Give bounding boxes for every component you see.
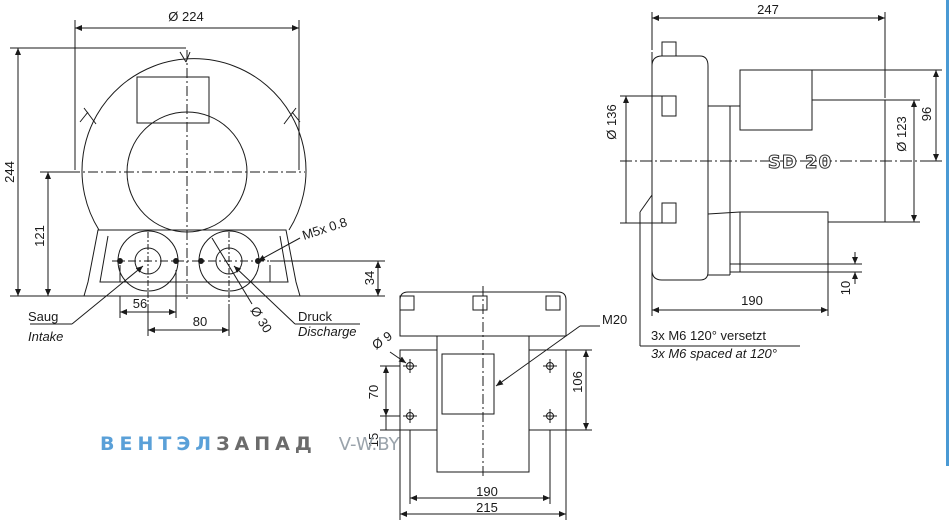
top-view-labels: M20 Ø 9 70 15 106 190 215 xyxy=(366,312,627,515)
top-view xyxy=(380,286,600,520)
side-view xyxy=(620,12,942,347)
motor-terminal-box xyxy=(739,211,829,273)
watermark-part1: ВЕНТЭЛ xyxy=(100,433,217,455)
lug-left xyxy=(79,107,97,125)
top-dim-base-inner: 190 xyxy=(476,484,498,499)
front-dim-port-spacing: 56 xyxy=(133,296,147,311)
side-dim-motor-diameter: Ø 123 xyxy=(894,116,909,151)
side-dim-offset: 10 xyxy=(838,281,853,295)
top-dim-base-outer: 215 xyxy=(476,500,498,515)
discharge-label-en: Discharge xyxy=(298,324,357,339)
model-label: SD 20 xyxy=(768,152,832,173)
side-dim-housing-diameter: Ø 136 xyxy=(604,104,619,139)
foot-right xyxy=(528,349,567,431)
blower-housing-outline xyxy=(81,58,307,231)
side-housing xyxy=(651,55,709,281)
terminal-box xyxy=(136,76,210,124)
discharge-label-de: Druck xyxy=(298,309,332,324)
top-dim-hole: Ø 9 xyxy=(369,328,395,352)
intake-label-en: Intake xyxy=(28,329,63,344)
watermark: ВЕНТЭЛЗАПАД V-W.BY xyxy=(100,433,400,455)
front-dim-height: 244 xyxy=(2,161,17,183)
side-dim-length: 247 xyxy=(757,2,779,17)
front-view xyxy=(10,20,385,336)
front-dim-axis-height: 121 xyxy=(32,225,47,247)
top-port-window xyxy=(441,353,495,415)
intake-label-de: Saug xyxy=(28,309,58,324)
front-dim-base-height: 34 xyxy=(362,271,377,285)
top-dim-thread: M20 xyxy=(602,312,627,327)
note-de: 3x M6 120° versetzt xyxy=(651,328,766,343)
blower-base xyxy=(83,229,301,297)
lug-top xyxy=(179,51,191,63)
top-dim-depth: 106 xyxy=(570,371,585,393)
watermark-site: V-W.BY xyxy=(338,434,400,455)
front-dim-port-distance: 80 xyxy=(193,314,207,329)
side-dim-motor-height: 96 xyxy=(919,107,934,121)
front-dim-thread: M5x 0.8 xyxy=(300,214,349,243)
motor-body xyxy=(707,69,886,223)
top-dim-edge: 15 xyxy=(366,433,381,447)
right-edge-bar xyxy=(946,0,949,466)
top-dim-hole-spacing: 70 xyxy=(366,385,381,399)
side-view-labels: 247 Ø 136 Ø 123 96 SD 20 190 10 3x M6 12… xyxy=(604,2,934,361)
front-dim-port-diameter: Ø 30 xyxy=(247,304,275,336)
front-dim-diameter: Ø 224 xyxy=(168,9,203,24)
note-en: 3x M6 spaced at 120° xyxy=(651,346,777,361)
side-port-upper xyxy=(661,95,677,117)
side-top-stub xyxy=(661,41,677,57)
side-port-lower xyxy=(661,202,677,224)
motor-cooling-cover xyxy=(739,69,813,131)
side-dim-base-length: 190 xyxy=(741,293,763,308)
foot-left xyxy=(399,349,438,431)
watermark-part2: ЗАПАД xyxy=(216,433,317,455)
